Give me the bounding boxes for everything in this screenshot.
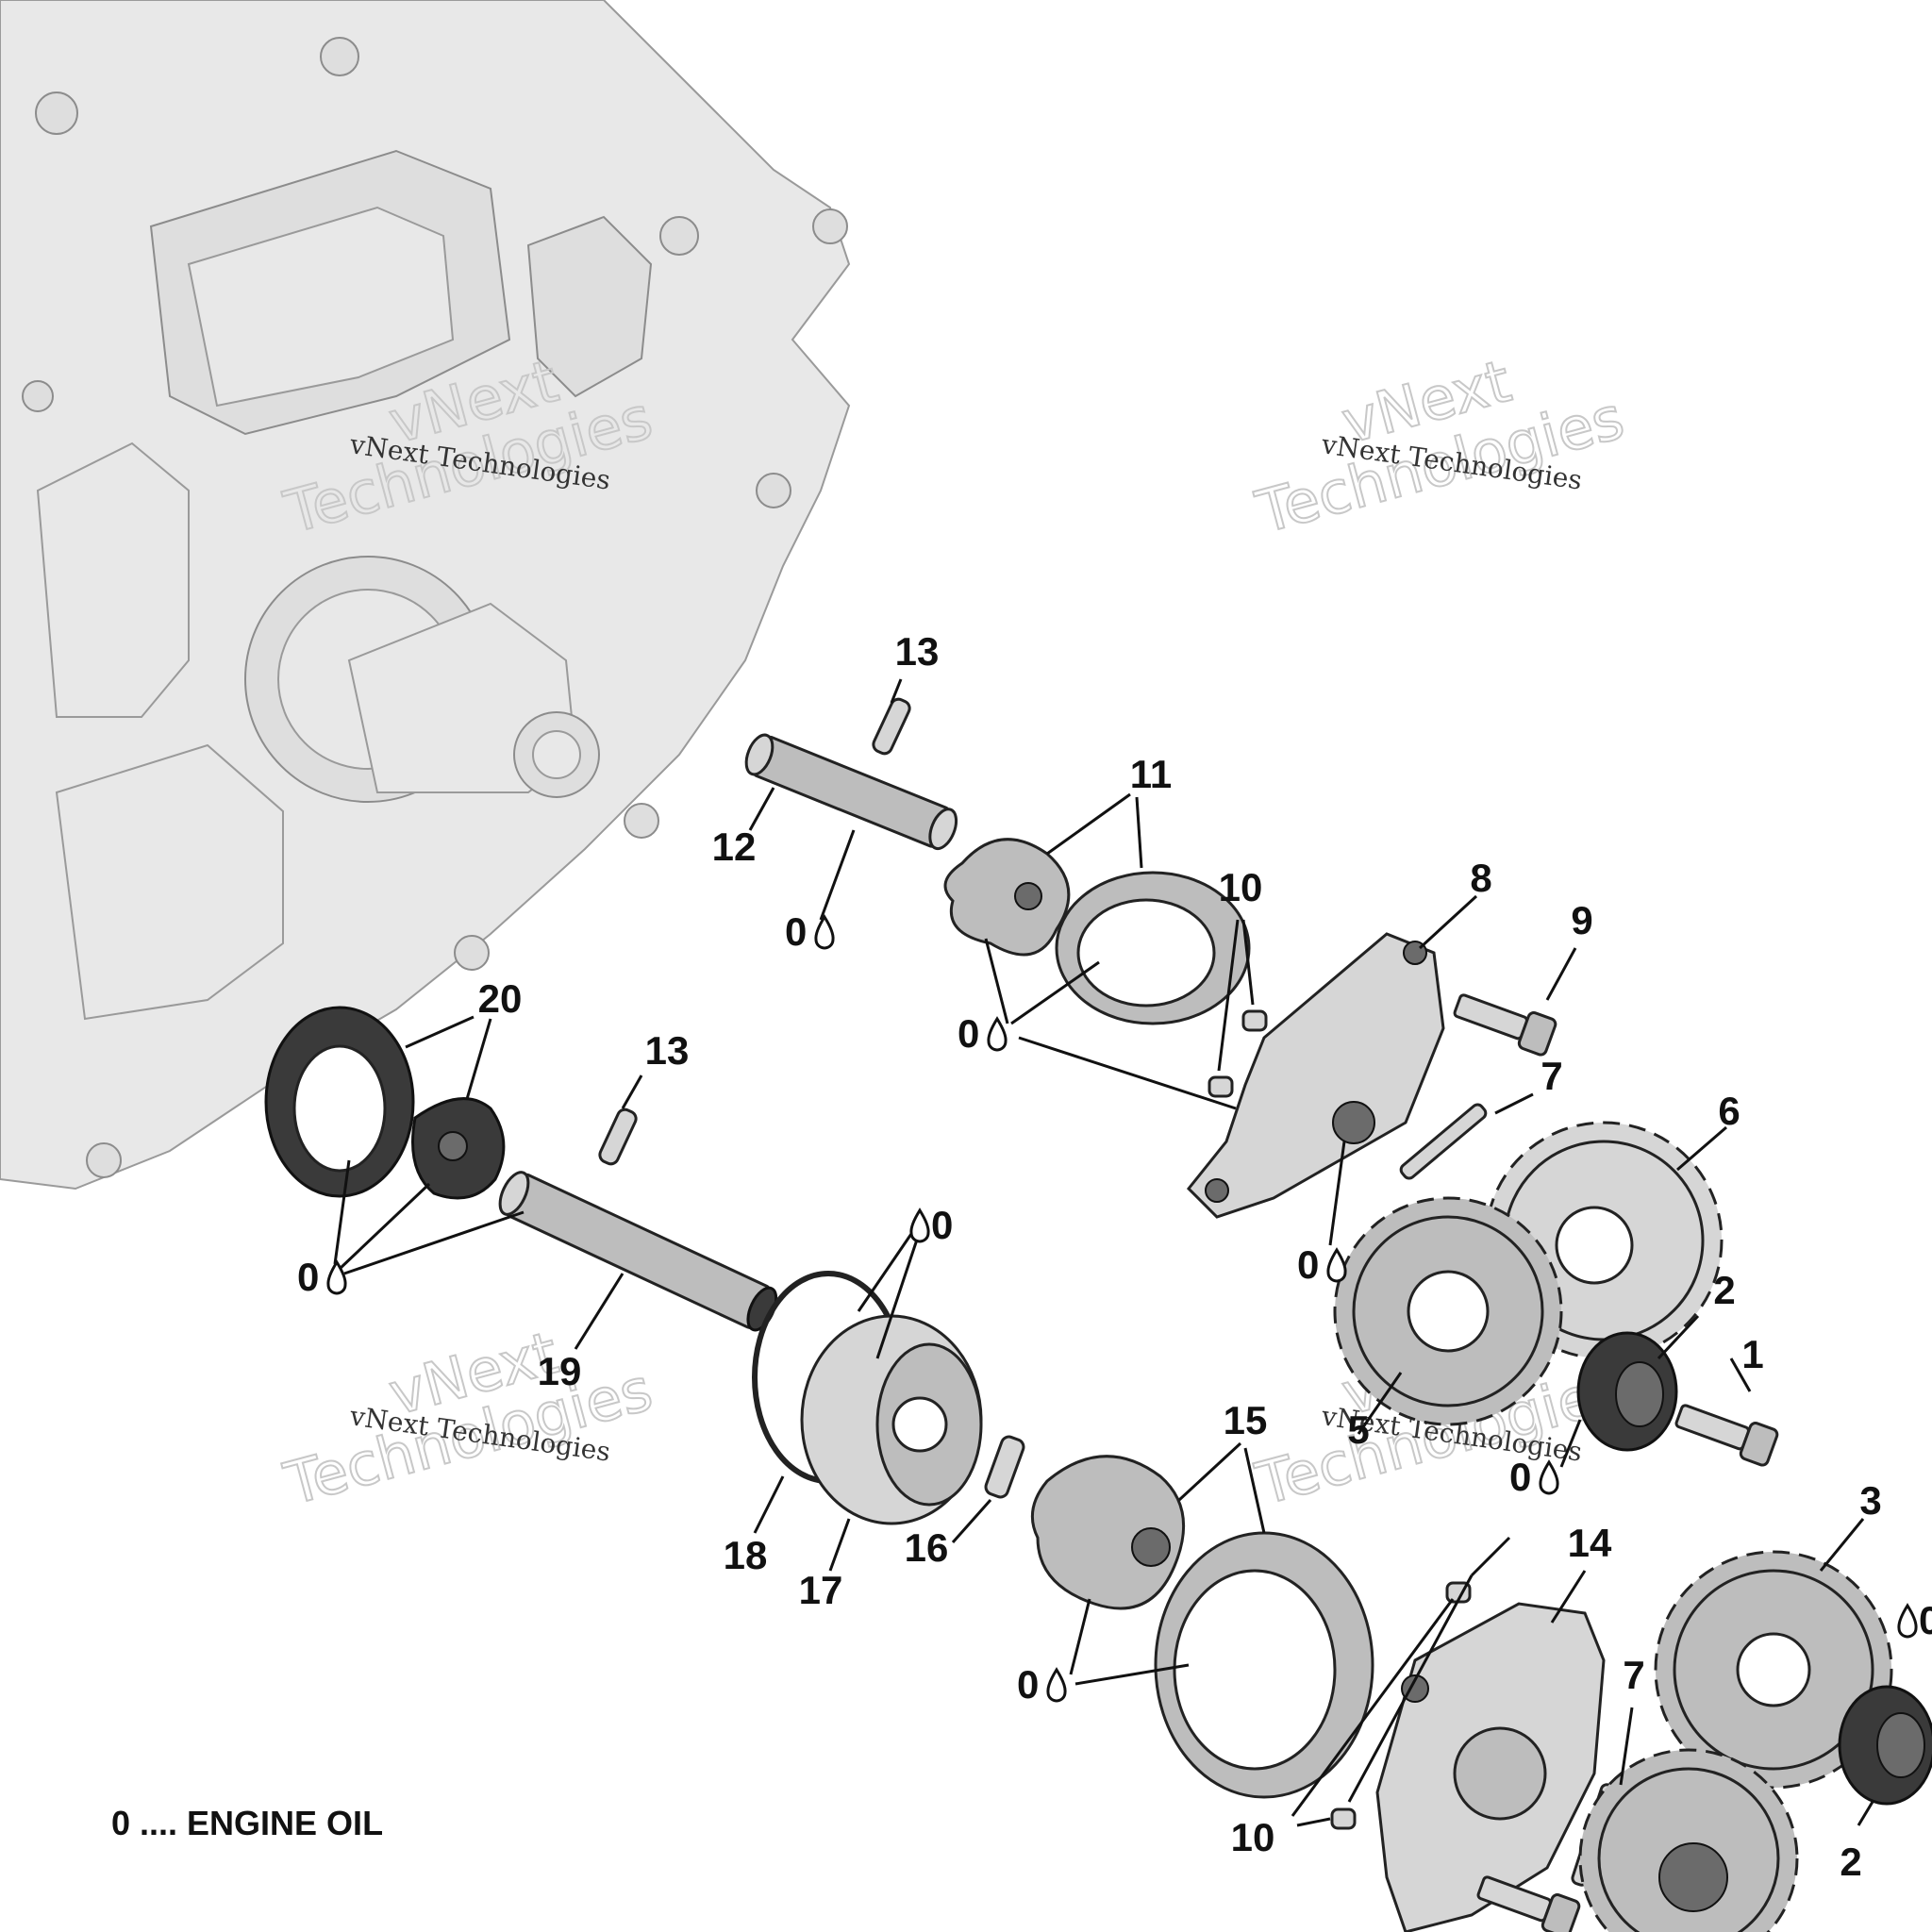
oil-marker-8: 0 [1897, 1598, 1932, 1642]
watermark-top-left: vNext Technologies vNext Technologies [276, 345, 660, 548]
oil-drop-icon [814, 914, 835, 950]
watermark-bottom-left: vNext Technologies vNext Technologies [276, 1317, 660, 1520]
oil-marker-7: 0 [1017, 1662, 1067, 1707]
part-9-bolt-upper [1453, 993, 1557, 1057]
part-20-inner-rotor [411, 1097, 506, 1200]
svg-text:0: 0 [297, 1255, 319, 1299]
callout-11: 11 [1130, 752, 1172, 796]
engine-crankcase [0, 0, 851, 1191]
part-10-dowel-d [1330, 1807, 1357, 1830]
part-3-gear [1654, 1550, 1893, 1790]
callout-7-lower: 7 [1623, 1653, 1644, 1697]
part-14-pump-cover [1375, 1602, 1606, 1932]
callout-15: 15 [1224, 1398, 1268, 1442]
part-10-dowel-b [1208, 1075, 1234, 1098]
callout-13-lower: 13 [645, 1028, 690, 1073]
oil-marker-6: 0 [1509, 1455, 1559, 1499]
callout-6: 6 [1718, 1089, 1740, 1133]
callout-5: 5 [1347, 1407, 1369, 1452]
callout-10-lower: 10 [1231, 1815, 1275, 1859]
svg-text:0: 0 [958, 1011, 979, 1056]
oil-drop-icon [326, 1259, 347, 1295]
callout-7-upper: 7 [1541, 1054, 1562, 1098]
part-10-dowel-a [1241, 1009, 1268, 1032]
oil-drop-icon [1897, 1603, 1918, 1639]
part-15-inner-rotor [1030, 1455, 1186, 1610]
part-19-shaft [498, 1171, 778, 1332]
part-13-pin-upper [872, 697, 911, 756]
part-8-pump-cover [1186, 932, 1445, 1219]
oil-drop-icon [909, 1208, 930, 1243]
callout-10-upper: 10 [1219, 865, 1263, 909]
svg-text:0: 0 [931, 1203, 953, 1247]
oil-marker-3: 0 [1297, 1242, 1347, 1287]
part-2-spacer-upper [1576, 1331, 1678, 1452]
legend-engine-oil: 0 .... ENGINE OIL [111, 1804, 383, 1842]
callout-18: 18 [724, 1533, 768, 1577]
part-11-outer-rotor [1055, 871, 1251, 1025]
svg-text:0: 0 [1509, 1455, 1531, 1499]
callout-17: 17 [799, 1568, 843, 1612]
svg-text:0: 0 [1919, 1598, 1932, 1642]
callout-16: 16 [905, 1525, 949, 1570]
part-1-bolt [1674, 1404, 1779, 1467]
part-12-shaft [744, 733, 958, 851]
part-15-outer-rotor [1154, 1531, 1374, 1799]
part-2-spacer-lower [1838, 1685, 1932, 1806]
callout-1: 1 [1741, 1332, 1763, 1376]
oil-drop-icon [1046, 1667, 1067, 1703]
callout-20: 20 [478, 976, 523, 1021]
part-13-pin-lower [598, 1108, 638, 1166]
part-11-inner-rotor [943, 838, 1071, 957]
oil-drop-icon [987, 1016, 1008, 1052]
callout-2-lower: 2 [1840, 1840, 1861, 1884]
oil-marker-2: 0 [958, 1011, 1008, 1056]
oil-drop-icon [1326, 1247, 1347, 1283]
svg-text:0: 0 [1297, 1242, 1319, 1287]
oil-markers: 0 0 0 0 0 0 0 0 [297, 909, 1932, 1707]
callout-12: 12 [712, 824, 757, 869]
part-20-outer-rotor [264, 1006, 415, 1198]
callout-13-upper: 13 [895, 629, 940, 674]
callout-14: 14 [1568, 1521, 1612, 1565]
part-gear-lower [1578, 1748, 1799, 1932]
part-16-pin [984, 1435, 1025, 1499]
callout-2-upper: 2 [1713, 1268, 1735, 1312]
part-17-housing [800, 1314, 983, 1525]
leader-lines [333, 678, 1874, 1827]
oil-marker-1: 0 [785, 909, 835, 954]
callout-8: 8 [1470, 856, 1491, 900]
callout-3: 3 [1859, 1478, 1881, 1523]
callout-numbers: 1 2 2 3 5 6 7 7 8 9 10 10 11 12 13 13 14… [478, 629, 1882, 1884]
svg-text:0: 0 [1017, 1662, 1039, 1707]
callout-19: 19 [538, 1349, 582, 1393]
callout-9: 9 [1571, 898, 1592, 942]
watermark-top-right: vNext Technologies vNext Technologies [1248, 345, 1632, 548]
part-bolt-lower [1476, 1875, 1581, 1932]
part-7-pin-upper [1399, 1103, 1488, 1180]
oil-marker-4: 0 [297, 1255, 347, 1299]
oil-drop-icon [1539, 1459, 1559, 1495]
part-5-gear [1333, 1196, 1563, 1426]
oil-marker-5: 0 [909, 1203, 953, 1247]
svg-text:0: 0 [785, 909, 807, 954]
